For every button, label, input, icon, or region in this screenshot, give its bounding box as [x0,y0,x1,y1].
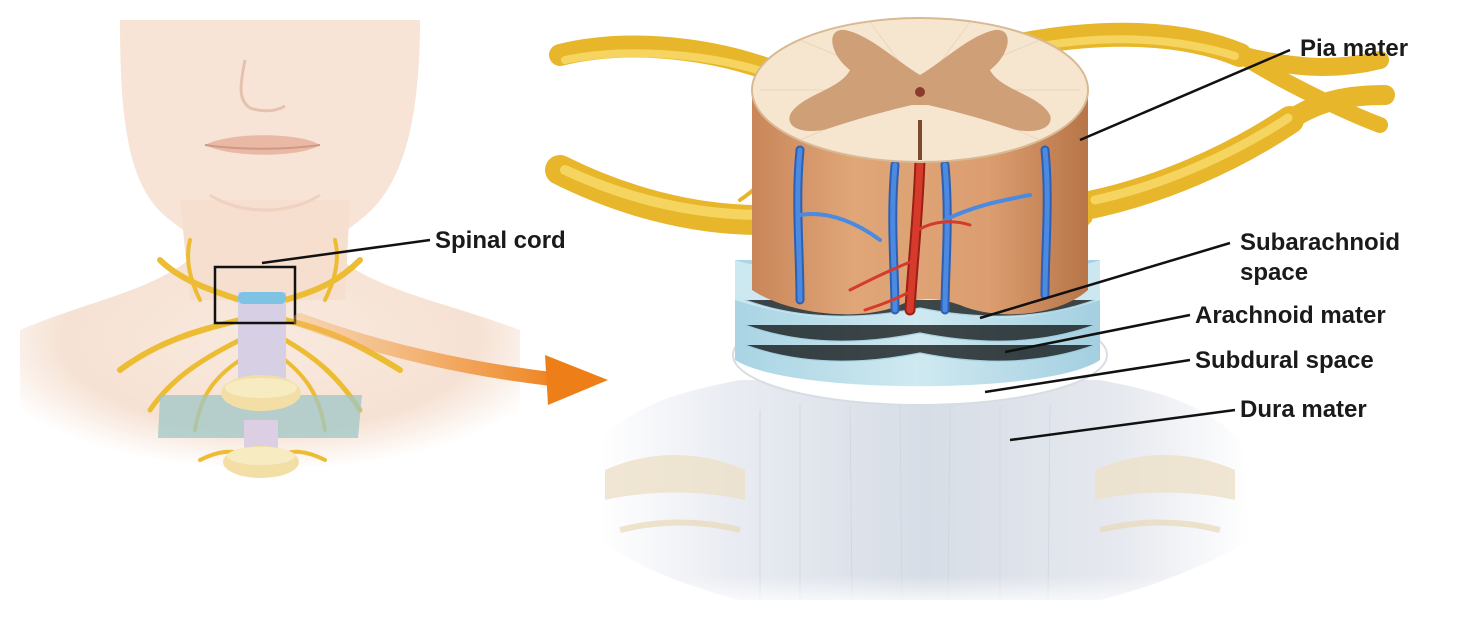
cord-cross-section [752,18,1088,162]
dura-mater-sheath [590,380,1260,610]
label-pia-mater: Pia mater [1300,34,1408,64]
label-subarachnoid-line2: space [1240,258,1400,288]
label-subarachnoid-line1: Subarachnoid [1240,228,1400,258]
label-subdural-space: Subdural space [1195,346,1374,376]
label-spinal-cord: Spinal cord [435,226,566,256]
label-subarachnoid-space: Subarachnoid space [1240,228,1400,288]
label-dura-mater: Dura mater [1240,395,1367,425]
label-arachnoid-mater: Arachnoid mater [1195,301,1386,331]
